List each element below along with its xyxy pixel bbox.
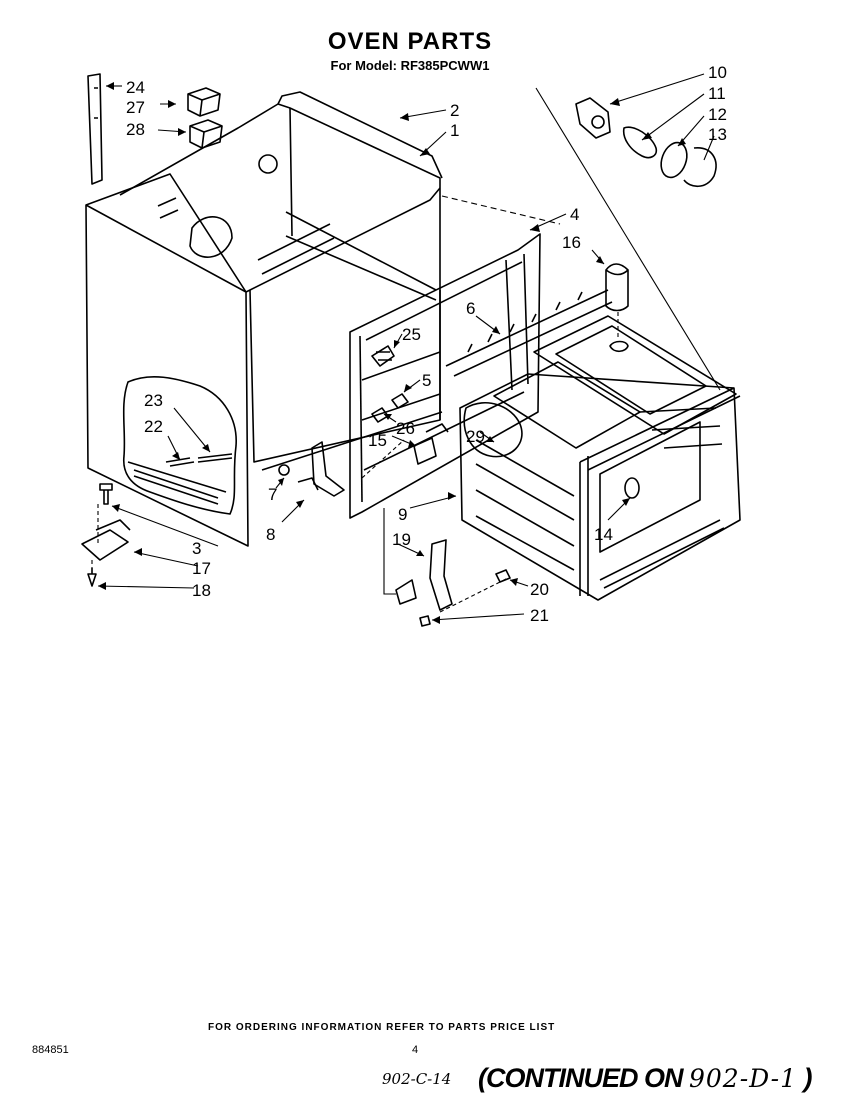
callout-8: 8 bbox=[266, 525, 275, 544]
callout-29: 29 bbox=[466, 427, 485, 446]
part-16-tube bbox=[605, 263, 629, 312]
callout-26: 26 bbox=[396, 419, 415, 438]
part-22-spring bbox=[165, 457, 195, 467]
callout-14: 14 bbox=[594, 525, 613, 544]
callout-21: 21 bbox=[530, 606, 549, 625]
callout-1: 1 bbox=[450, 121, 459, 140]
continued-suffix: ) bbox=[797, 1063, 813, 1093]
part-27-clip bbox=[187, 87, 221, 117]
callout-6: 6 bbox=[466, 299, 475, 318]
callout-25: 25 bbox=[402, 325, 421, 344]
callout-17: 17 bbox=[192, 559, 211, 578]
callout-28: 28 bbox=[126, 120, 145, 139]
part-11-bulb bbox=[622, 126, 658, 159]
part-4-oven-liner bbox=[349, 233, 541, 519]
callout-23: 23 bbox=[144, 391, 163, 410]
continued-handwritten-page: 902-D-1 bbox=[689, 1064, 798, 1093]
continued-prefix: (CONTINUED ON bbox=[478, 1063, 689, 1093]
callout-2: 2 bbox=[450, 101, 459, 120]
part-28-clip bbox=[189, 119, 223, 149]
callout-19: 19 bbox=[392, 530, 411, 549]
part-10-socket bbox=[575, 97, 611, 139]
cabinet-cutaway bbox=[122, 376, 237, 515]
part-8-hinge bbox=[297, 441, 345, 497]
callout-7: 7 bbox=[268, 485, 277, 504]
callout-12: 12 bbox=[708, 105, 727, 124]
diagram-title: OVEN PARTS bbox=[327, 28, 493, 55]
callout-11: 11 bbox=[708, 84, 726, 103]
callout-27: 27 bbox=[126, 98, 145, 117]
callout-5: 5 bbox=[422, 371, 431, 390]
callout-13: 13 bbox=[708, 125, 727, 144]
callout-20: 20 bbox=[530, 580, 549, 599]
page-number: 4 bbox=[412, 1044, 419, 1056]
callout-18: 18 bbox=[192, 581, 211, 600]
part-9-rack-frame bbox=[459, 361, 741, 601]
callout-9: 9 bbox=[398, 505, 407, 524]
broiler-tray bbox=[533, 315, 737, 435]
document-id: 884851 bbox=[32, 1044, 69, 1056]
part-14-plug bbox=[624, 477, 640, 499]
callout-4: 4 bbox=[570, 205, 579, 224]
part-18-leg bbox=[87, 568, 97, 587]
part-19-hinge bbox=[395, 539, 453, 611]
part-24-bracket bbox=[87, 73, 103, 185]
part-3-screw bbox=[99, 483, 113, 505]
part-5-pin bbox=[391, 393, 409, 409]
part-21-screw bbox=[419, 615, 431, 627]
callout-3: 3 bbox=[192, 539, 201, 558]
callout-22: 22 bbox=[144, 417, 163, 436]
callout-15: 15 bbox=[368, 431, 387, 450]
handwritten-reference: 902-C-14 bbox=[382, 1070, 452, 1088]
part-13-clip bbox=[683, 147, 717, 188]
part-15-bracket bbox=[413, 423, 449, 465]
part-29-cutaway bbox=[463, 402, 523, 458]
callout-16: 16 bbox=[562, 233, 581, 252]
part-25-fitting bbox=[371, 345, 395, 367]
part-17-bracket bbox=[81, 519, 131, 561]
part-12-lens bbox=[660, 141, 688, 179]
part-6-burner bbox=[445, 289, 613, 377]
ordering-info-note: FOR ORDERING INFORMATION REFER TO PARTS … bbox=[208, 1022, 556, 1033]
callout-10: 10 bbox=[708, 63, 727, 82]
callout-24: 24 bbox=[126, 78, 145, 97]
part-23-rod bbox=[197, 453, 233, 463]
continued-note: (CONTINUED ON 902-D-1 ) bbox=[478, 1063, 812, 1094]
model-subtitle: For Model: RF385PCWW1 bbox=[330, 58, 490, 73]
part-20-screw bbox=[495, 569, 511, 583]
part-7-nut bbox=[278, 464, 290, 476]
